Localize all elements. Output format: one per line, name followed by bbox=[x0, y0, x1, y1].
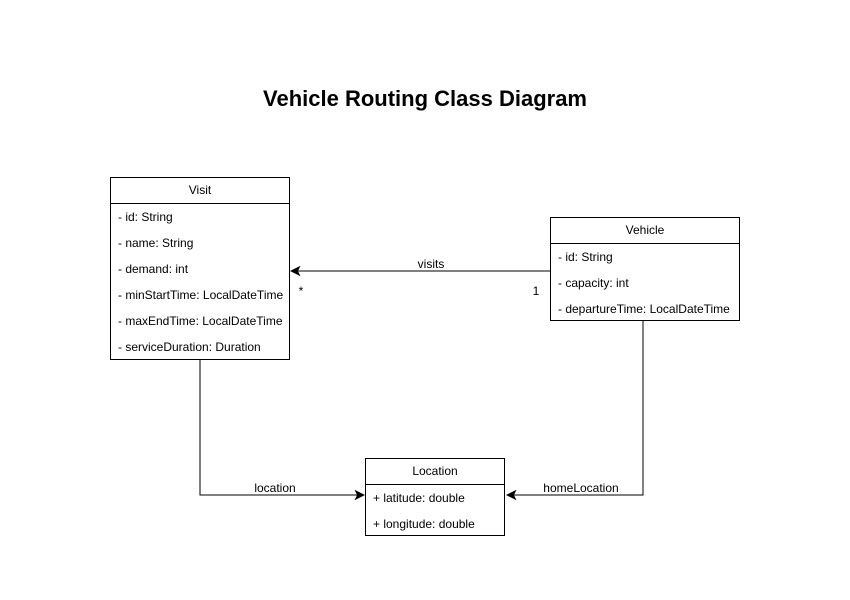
class-location-attribute-latitude: + latitude: double bbox=[373, 491, 465, 505]
class-location-attribute-longitude: + longitude: double bbox=[373, 517, 475, 531]
association-visits-source-multiplicity: 1 bbox=[532, 284, 540, 298]
diagram-title: Vehicle Routing Class Diagram bbox=[263, 86, 587, 111]
association-visits-label: visits bbox=[417, 257, 445, 271]
association-location-line bbox=[199, 360, 358, 496]
class-vehicle: Vehicle - id: String - capacity: int - d… bbox=[550, 217, 740, 321]
association-visits-target-multiplicity: * bbox=[298, 284, 304, 298]
class-visit-attribute-maxendtime: - maxEndTime: LocalDateTime bbox=[118, 314, 283, 328]
class-vehicle-name: Vehicle bbox=[551, 218, 739, 244]
association-location-arrowhead-icon bbox=[354, 489, 365, 501]
association-homelocation-arrowhead-icon bbox=[506, 489, 517, 501]
class-visit-name: Visit bbox=[111, 178, 289, 204]
class-location-name: Location bbox=[366, 459, 504, 485]
association-visits-arrowhead-icon bbox=[290, 265, 301, 277]
class-location: Location + latitude: double + longitude:… bbox=[365, 458, 505, 536]
association-homelocation-line bbox=[513, 321, 644, 496]
class-visit-attribute-id: - id: String bbox=[118, 210, 173, 224]
class-visit: Visit - id: String - name: String - dema… bbox=[110, 177, 290, 360]
class-vehicle-attribute-capacity: - capacity: int bbox=[558, 276, 629, 290]
association-homelocation-label: homeLocation bbox=[543, 481, 619, 495]
class-visit-attribute-name: - name: String bbox=[118, 236, 194, 250]
class-vehicle-attribute-id: - id: String bbox=[558, 250, 613, 264]
class-visit-attribute-demand: - demand: int bbox=[118, 262, 189, 276]
association-location-label: location bbox=[254, 481, 296, 495]
class-visit-attribute-minstarttime: - minStartTime: LocalDateTime bbox=[118, 288, 284, 302]
class-vehicle-attribute-departuretime: - departureTime: LocalDateTime bbox=[558, 302, 730, 316]
class-visit-attribute-serviceduration: - serviceDuration: Duration bbox=[118, 340, 261, 354]
